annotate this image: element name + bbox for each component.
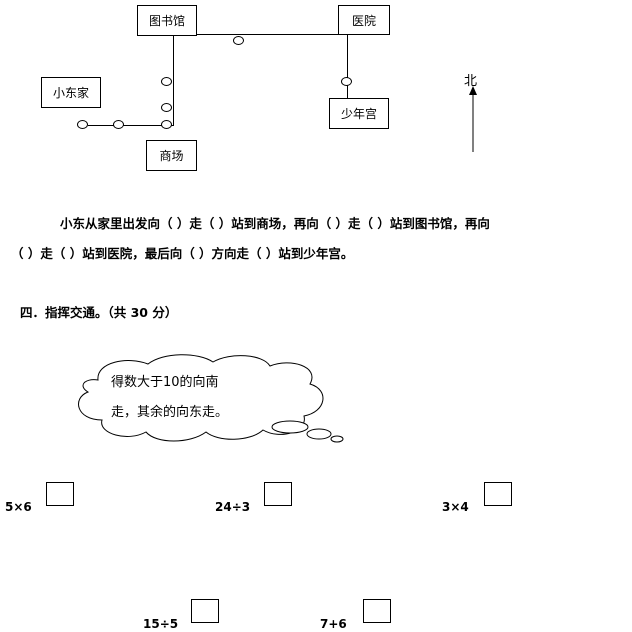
- cloud-text-line-1: 得数大于10的向南: [111, 375, 219, 390]
- expression-5: 7+6: [320, 617, 347, 631]
- question-line-1: 小东从家里出发向（ ）走（ ）站到商场，再向（ ）走（ ）站到图书馆，再向: [60, 216, 490, 231]
- thought-cloud: [78, 354, 344, 443]
- bus-stop: [161, 103, 172, 112]
- question-line-2: （ ）走（ ）站到医院，最后向（ ）方向走（ ）站到少年宫。: [11, 246, 354, 261]
- bus-stop: [341, 77, 352, 86]
- bus-stop: [77, 120, 88, 129]
- answer-box-3[interactable]: [484, 482, 512, 506]
- bus-stop: [161, 120, 172, 129]
- hospital-box: 医院: [338, 5, 390, 35]
- expression-4: 15÷5: [143, 617, 179, 631]
- bus-stop: [233, 36, 244, 45]
- answer-box-1[interactable]: [46, 482, 74, 506]
- cloud-text-line-2: 走，其余的向东走。: [111, 405, 229, 420]
- home-box: 小东家: [41, 77, 101, 108]
- north-arrow-icon: [469, 86, 477, 152]
- youth-palace-box: 少年宫: [329, 98, 389, 129]
- route-line: [88, 125, 174, 126]
- route-line: [166, 34, 348, 35]
- route-line: [347, 34, 348, 100]
- library-box: 图书馆: [137, 5, 197, 36]
- expression-2: 24÷3: [215, 500, 251, 514]
- route-line: [173, 34, 174, 125]
- north-label: 北: [464, 74, 478, 89]
- answer-box-5[interactable]: [363, 599, 391, 623]
- bus-stop: [161, 77, 172, 86]
- answer-box-2[interactable]: [264, 482, 292, 506]
- expression-3: 3×4: [442, 500, 469, 514]
- expression-1: 5×6: [5, 500, 32, 514]
- section-heading: 四．指挥交通。（共 30 分）: [20, 305, 178, 320]
- answer-box-4[interactable]: [191, 599, 219, 623]
- bus-stop: [113, 120, 124, 129]
- mall-box: 商场: [146, 140, 197, 171]
